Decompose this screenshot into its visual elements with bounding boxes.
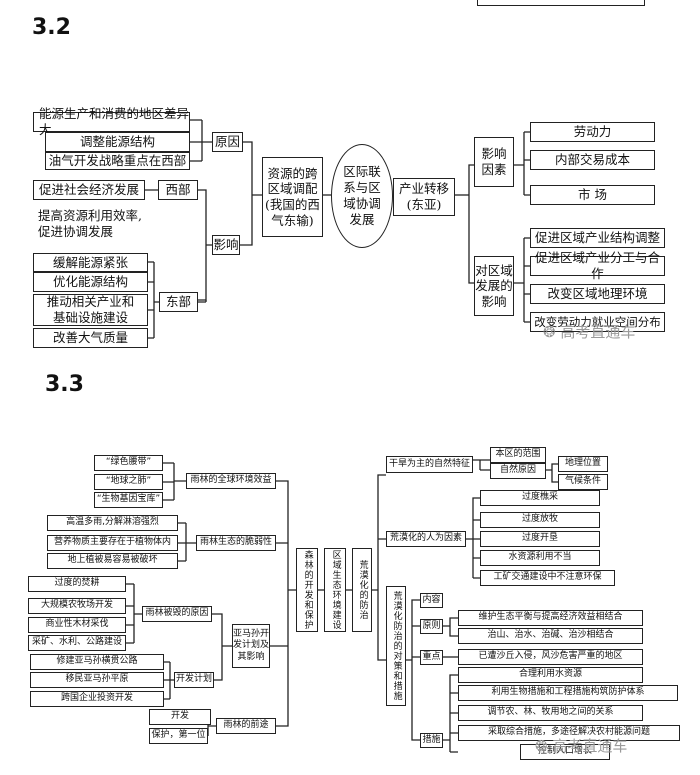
d1-resource-allocation: 资源的跨 区域调配 (我国的西 气东输) (262, 157, 323, 237)
d2-human-1: 过度樵采 (480, 490, 600, 506)
section-title-3-3: 3.3 (45, 372, 84, 397)
d2-nickname-3: “生物基因宝库” (94, 492, 163, 508)
d1-left-top-3: 油气开发战略重点在西部 (45, 152, 190, 170)
wechat-icon: ❂ (543, 323, 556, 341)
d1-west: 西部 (158, 180, 198, 200)
d2-future: 雨林的前途 (216, 718, 276, 734)
d2-nickname-1: “绿色腰带” (94, 455, 163, 471)
d2-cause: 雨林被毁的原因 (142, 606, 212, 622)
d2-future-1: 开发 (149, 709, 211, 725)
wechat-icon: ❂ (535, 737, 548, 755)
d2-plan: 开发计划 (174, 672, 214, 688)
d2-human: 荒漠化的人为因素 (386, 531, 466, 547)
d1-industry-transfer: 产业转移 (东亚) (393, 178, 455, 216)
d1-impact-4: 改变劳动力就业空间分布 (530, 312, 665, 332)
d1-west-item-1: 促进社会经济发展 (33, 180, 145, 200)
d2-fragility-3: 地上植被易容易被破坏 (47, 553, 178, 569)
d2-natural: 干旱为主的自然特征 (386, 456, 473, 473)
d2-fragility: 雨林生态的脆弱性 (196, 535, 276, 551)
d2-principle: 原则 (420, 619, 443, 634)
d1-impact: 对区域 发展的 影响 (474, 256, 514, 316)
d2-natural-location: 地理位置 (558, 456, 608, 472)
d2-principle-2: 治山、治水、治碱、治沙相结合 (458, 628, 643, 644)
d1-factors: 影响 因素 (474, 137, 514, 187)
d1-east-item-4: 改善大气质量 (33, 328, 148, 348)
d2-measure-2: 利用生物措施和工程措施构筑防护体系 (458, 685, 678, 701)
d2-plan-3: 跨国企业投资开发 (30, 691, 164, 707)
d2-future-2: 保护，第一位 (149, 728, 208, 744)
d1-left-top-2: 调整能源结构 (45, 132, 190, 152)
d1-impact-1: 促进区域产业结构调整 (530, 228, 665, 248)
d2-cause-4: 采矿、水利、公路建设 (28, 635, 126, 651)
d2-cause-1: 过度的焚耕 (28, 576, 126, 592)
d1-effect: 影响 (212, 235, 240, 255)
d1-east: 东部 (159, 292, 198, 312)
d2-plan-1: 修建亚马孙横贯公路 (30, 654, 164, 670)
d1-east-item-2: 优化能源结构 (33, 272, 148, 292)
d2-human-2: 过度放牧 (480, 512, 600, 528)
top-partial-box (477, 0, 645, 6)
d2-measures: 荒漠化防治的对策和措施 (386, 586, 406, 706)
d2-amazon: 亚马孙开 发计划及 其影响 (232, 624, 270, 668)
watermark-2: ❂ 高考直通车 (535, 737, 628, 755)
d1-east-item-1: 缓解能源紧张 (33, 253, 148, 272)
d2-forest-protect: 森林的开发和保护 (296, 548, 318, 632)
d2-global-effect: 雨林的全球环境效益 (186, 473, 276, 489)
d2-focus: 重点 (420, 650, 443, 665)
d2-plan-2: 移民亚马孙平原 (30, 672, 164, 688)
d1-factor-market: 市 场 (530, 185, 655, 205)
d2-cause-2: 大规模农牧场开发 (28, 598, 126, 614)
d2-measure-3: 调节农、林、牧用地之间的关系 (458, 705, 643, 721)
d1-impact-3: 改变区域地理环境 (530, 284, 665, 304)
d2-human-4: 水资源利用不当 (480, 550, 600, 566)
d2-cause-3: 商业性木材采伐 (28, 617, 126, 633)
d2-measure-4: 采取综合措施，多途径解决农村能源问题 (458, 725, 680, 741)
d2-focus-item: 已遭沙丘入侵，风沙危害严重的地区 (458, 649, 643, 665)
d2-human-3: 过度开垦 (480, 531, 600, 547)
d1-left-top-1: 能源生产和消费的地区差异大 (33, 106, 190, 137)
d1-east-item-3: 推动相关产业和 基础设施建设 (33, 294, 148, 326)
d2-principle-1: 维护生态平衡与提高经济效益相结合 (458, 610, 643, 626)
d2-natural-climate: 气候条件 (558, 474, 608, 490)
d2-content: 内容 (420, 593, 443, 608)
d1-impact-2: 促进区域产业分工与合作 (530, 250, 665, 281)
d2-natural-range: 本区的范围 (490, 447, 546, 463)
d2-fragility-2: 营养物质主要存在于植物体内 (47, 535, 178, 551)
d2-natural-cause: 自然原因 (490, 463, 546, 479)
d2-measure-1: 合理利用水资源 (458, 667, 643, 683)
d2-measure: 措施 (420, 733, 443, 748)
d2-fragility-1: 高温多雨,分解淋溶强烈 (47, 515, 178, 531)
d1-factor-cost: 内部交易成本 (530, 150, 655, 170)
d2-human-5: 工矿交通建设中不注意环保 (480, 570, 615, 586)
section-title-3-2: 3.2 (32, 15, 71, 40)
d1-regional-coordination: 区际联 系与区 域协调 发展 (331, 144, 393, 248)
d2-desert-prevention: 荒漠化的防治 (352, 548, 372, 632)
d1-west-item-2: 提高资源利用效率, 促进协调发展 (38, 208, 142, 240)
d1-factor-labor: 劳动力 (530, 122, 655, 142)
d2-nickname-2: “地球之肺” (94, 474, 163, 490)
d1-reason: 原因 (212, 132, 243, 152)
watermark-1: ❂ 高考直通车 (543, 323, 636, 341)
d2-eco-construction: 区域生态环境建设 (324, 548, 346, 632)
d2-measure-5: 控制人口增长 (520, 744, 610, 760)
